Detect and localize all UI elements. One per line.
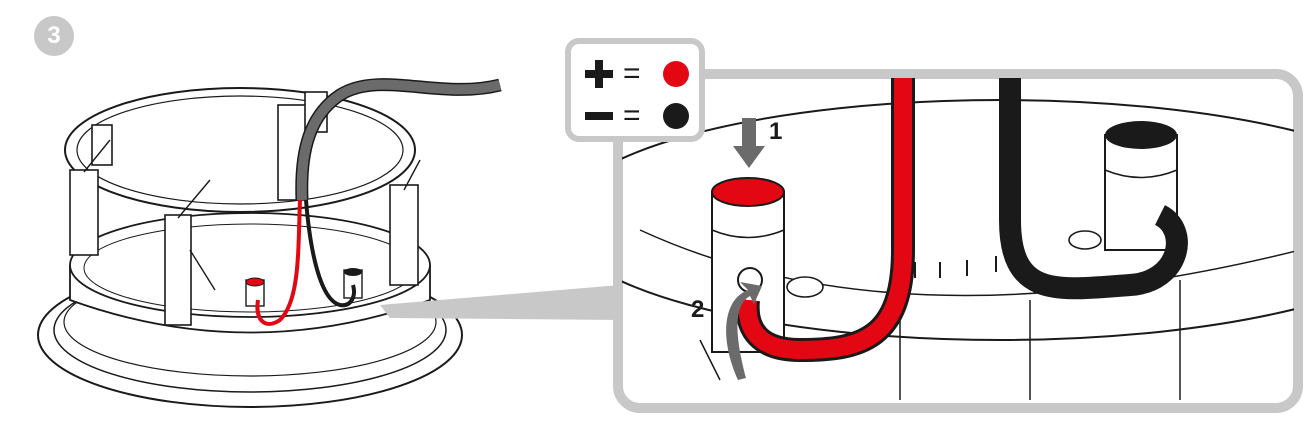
polarity-legend: = = <box>565 38 705 142</box>
plus-icon <box>585 56 615 92</box>
mounting-ring <box>64 87 416 213</box>
speaker-housing-overview <box>37 78 502 408</box>
legend-equals: = <box>623 99 641 132</box>
minus-icon <box>585 98 615 134</box>
black-wire-small <box>304 199 356 308</box>
push-down-arrow-icon <box>733 118 765 168</box>
callout-2: 2 <box>691 296 705 323</box>
legend-equals: = <box>623 57 641 90</box>
black-dot-icon <box>663 103 689 129</box>
step-number-badge: 3 <box>34 16 74 56</box>
rotate-arrow-icon <box>726 282 762 380</box>
red-wire-small <box>255 199 302 326</box>
callout-1: 1 <box>769 118 783 145</box>
legend-negative: = <box>585 98 695 134</box>
red-dot-icon <box>663 61 689 87</box>
black-wire <box>999 78 1188 300</box>
legend-positive: = <box>585 56 695 92</box>
